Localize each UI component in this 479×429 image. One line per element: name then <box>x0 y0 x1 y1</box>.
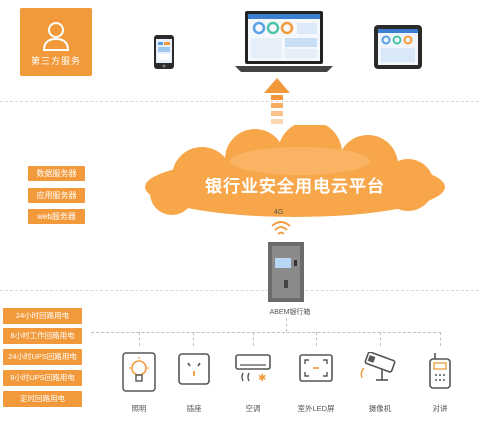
abem-box-label: ABEM银行箱 <box>269 309 311 316</box>
cloud-shape <box>145 125 445 217</box>
phone-icon <box>154 35 174 69</box>
connector-line <box>286 318 287 332</box>
device-label-aircon: 空调 <box>245 404 261 413</box>
device-label-lighting: 照明 <box>131 404 147 413</box>
led-screen-icon <box>299 354 333 382</box>
circuit-tag: 24小时UPS回路用电 <box>3 349 82 365</box>
data-server-tag: 数据服务器 <box>28 166 85 181</box>
third-party-label: 第三方服务 <box>30 56 81 66</box>
user-icon <box>42 22 70 51</box>
app-server-tag: 应用服务器 <box>28 188 85 203</box>
circuit-tag: 24小时回路用电 <box>3 308 82 324</box>
connector-line <box>193 332 194 346</box>
bulb-icon <box>122 352 156 392</box>
svg-text:✱: ✱ <box>258 373 266 384</box>
abem-cabinet-icon <box>268 242 304 302</box>
cloud-platform-title: 银行业安全用电云平台 <box>205 177 385 196</box>
upload-arrow-icon <box>264 78 290 124</box>
circuit-tag: 8小时工作回路用电 <box>3 328 82 344</box>
device-label-socket: 插座 <box>186 404 202 413</box>
socket-icon <box>178 353 210 385</box>
tablet-icon <box>374 25 422 69</box>
web-server-tag: web服务器 <box>28 209 85 224</box>
connector-line <box>380 332 381 346</box>
connector-line <box>139 332 140 346</box>
connector-line <box>316 332 317 346</box>
device-label-camera: 摄像机 <box>368 404 392 413</box>
device-label-intercom: 对讲 <box>432 404 448 413</box>
section-divider-top <box>0 101 479 102</box>
camera-icon <box>360 352 396 381</box>
signal-label: 4G <box>274 209 284 216</box>
connector-line <box>253 332 254 346</box>
third-party-badge <box>20 8 92 76</box>
section-divider-bottom <box>0 290 479 291</box>
intercom-icon <box>429 353 451 389</box>
connector-line <box>440 332 441 346</box>
device-bus-line <box>91 332 441 333</box>
wireless-signal-icon <box>271 221 291 235</box>
circuit-tag: 8小时UPS回路用电 <box>3 370 82 386</box>
circuit-tag: 定时回路用电 <box>3 391 82 407</box>
air-conditioner-icon: ✱ <box>235 354 271 384</box>
laptop-icon <box>235 11 333 72</box>
device-label-led: 室外LED屏 <box>297 404 335 413</box>
